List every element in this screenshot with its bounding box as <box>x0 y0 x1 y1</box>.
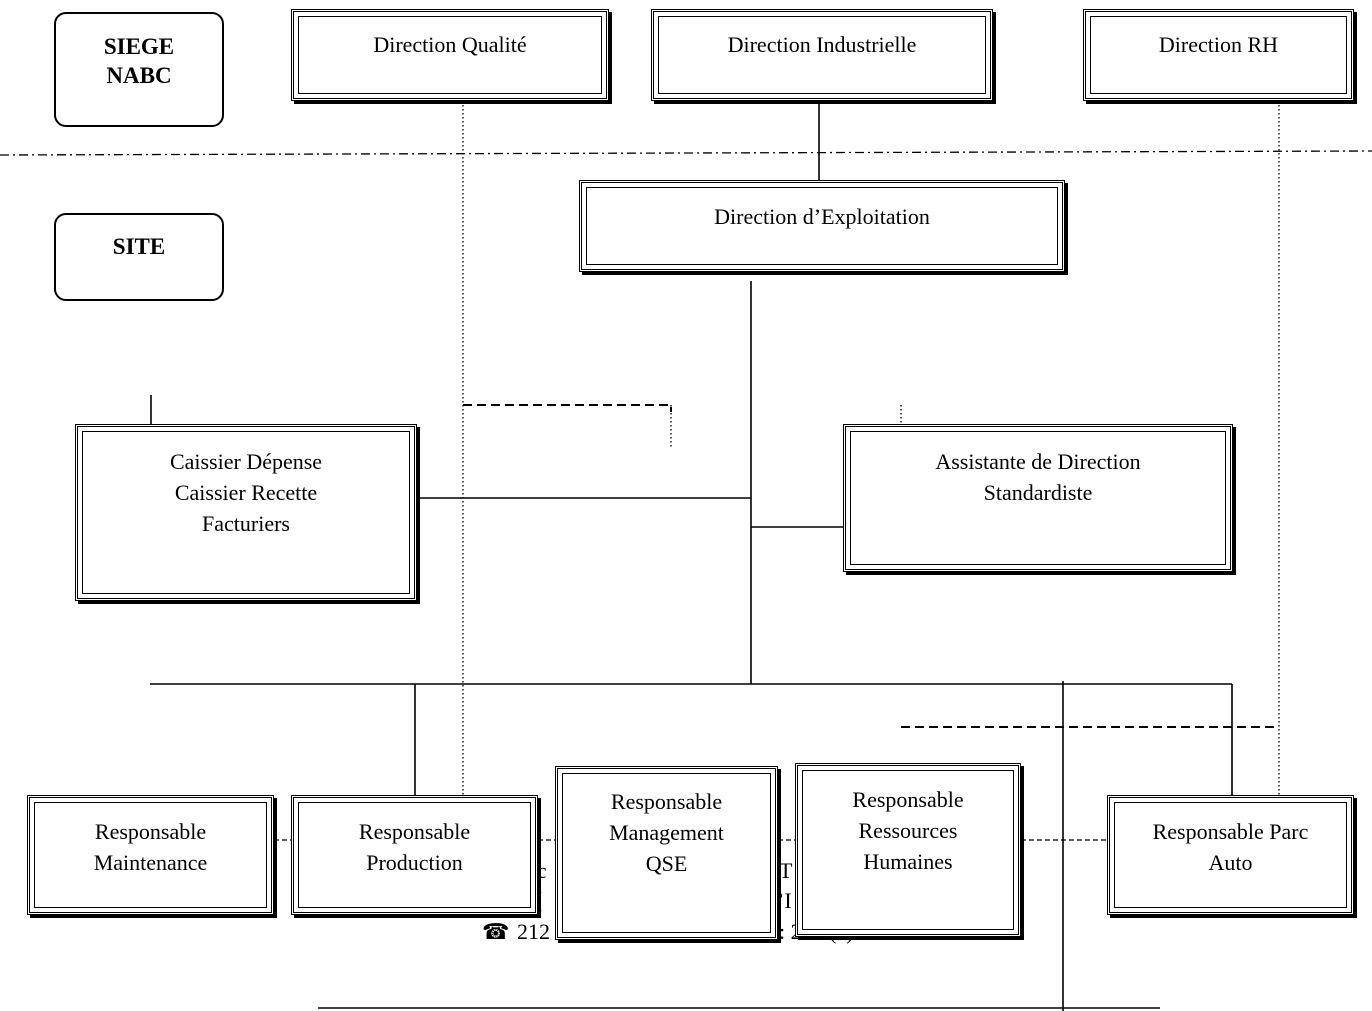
direction-exploitation-node: Direction d’Exploitation <box>579 180 1065 272</box>
footer-phone-fragment-a: 212 <box>517 919 550 944</box>
responsable-production-node: Responsable Production <box>291 795 538 915</box>
responsable-qse-node: Responsable Management QSE <box>555 766 778 940</box>
siege-level-label: SIEGE NABC <box>103 34 175 88</box>
direction-qualite-label: Direction Qualité <box>373 32 527 57</box>
responsable-production-label: Responsable Production <box>358 819 471 875</box>
siege-level-box: SIEGE NABC <box>54 12 224 127</box>
responsable-maintenance-node: Responsable Maintenance <box>27 795 274 915</box>
responsable-qse-label: Responsable Management QSE <box>609 789 724 876</box>
direction-rh-label: Direction RH <box>1158 32 1279 57</box>
footer-fax-fragment-b: T <box>779 858 793 883</box>
dashed-bracket-qse <box>463 404 672 412</box>
direction-industrielle-node: Direction Industrielle <box>651 9 993 101</box>
footer-line2-fragment-b: ’I <box>777 888 792 913</box>
responsable-ressources-humaines-label: Responsable Ressources Humaines <box>852 787 964 874</box>
footer-line2-fragment-a: [ <box>535 888 543 913</box>
site-level-label: SITE <box>112 234 166 259</box>
responsable-maintenance-label: Responsable Maintenance <box>93 819 208 875</box>
level-separator-line <box>0 150 1372 156</box>
direction-rh-node: Direction RH <box>1083 9 1354 101</box>
caisse-node: Caissier Dépense Caissier Recette Factur… <box>75 424 417 601</box>
direction-exploitation-label: Direction d’Exploitation <box>714 204 930 229</box>
direction-qualite-node: Direction Qualité <box>291 9 609 101</box>
caisse-label: Caissier Dépense Caissier Recette Factur… <box>169 449 323 536</box>
responsable-ressources-humaines-node: Responsable Ressources Humaines <box>795 763 1021 937</box>
site-level-box: SITE <box>54 213 224 301</box>
responsable-parc-auto-node: Responsable Parc Auto <box>1107 795 1354 915</box>
assistante-label: Assistante de Direction Standardiste <box>935 449 1141 505</box>
assistante-node: Assistante de Direction Standardiste <box>843 424 1233 572</box>
telephone-icon: ☎ <box>482 919 510 944</box>
direction-industrielle-label: Direction Industrielle <box>727 32 917 57</box>
responsable-parc-auto-label: Responsable Parc Auto <box>1152 819 1309 875</box>
